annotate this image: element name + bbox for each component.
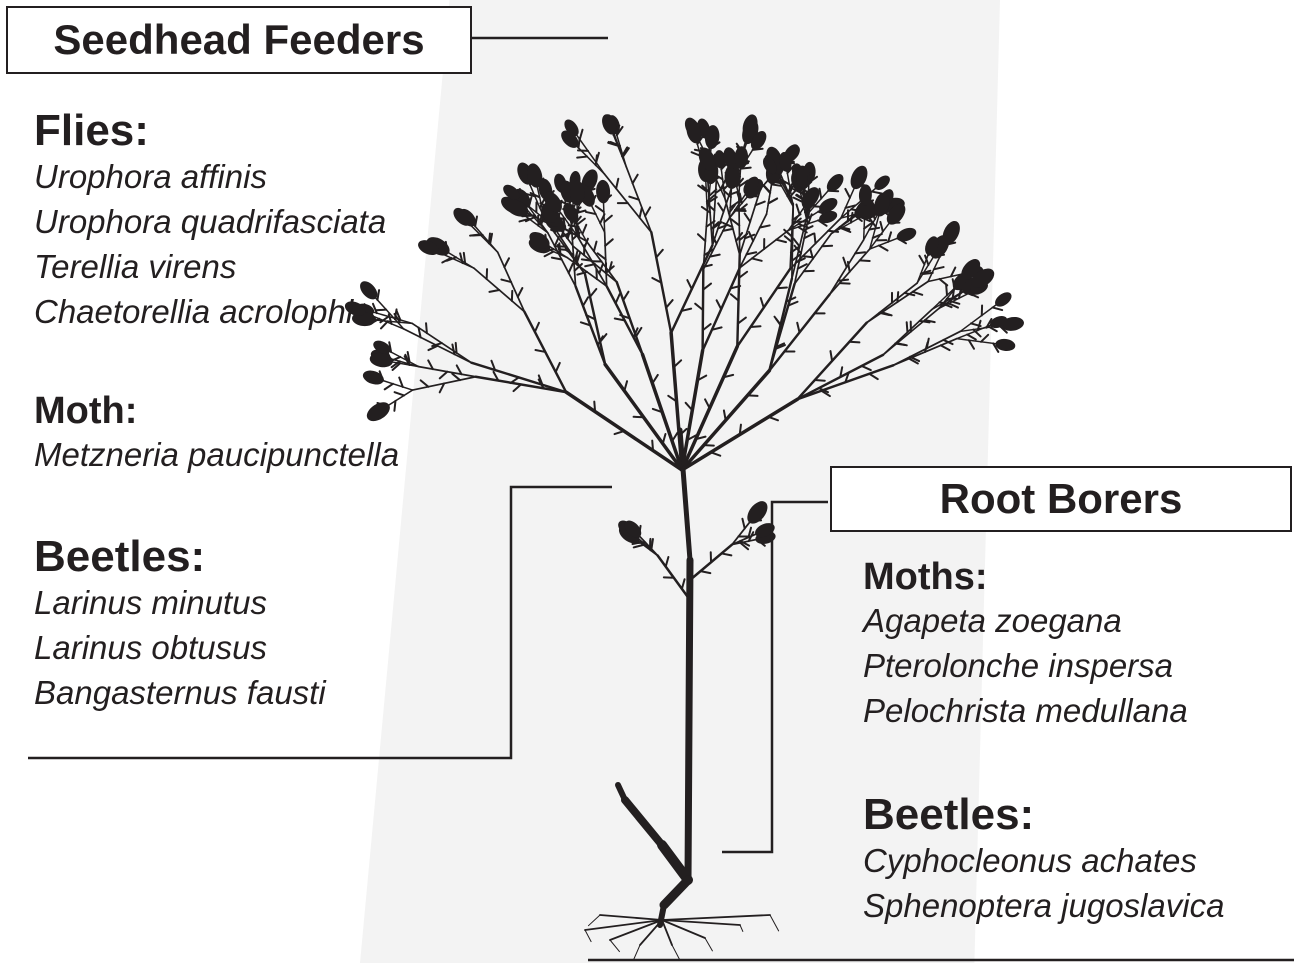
root-borers-title: Root Borers: [830, 466, 1292, 532]
species-name: Urophora quadrifasciata: [34, 199, 386, 244]
group-heading: Beetles:: [34, 534, 326, 580]
species-name: Terellia virens: [34, 244, 386, 289]
group-heading: Moths:: [863, 558, 1188, 598]
root-moths-group: Moths: Agapeta zoegana Pterolonche inspe…: [863, 558, 1188, 733]
species-name: Chaetorellia acrolophi: [34, 289, 386, 334]
group-heading: Beetles:: [863, 792, 1224, 838]
species-name: Cyphocleonus achates: [863, 838, 1224, 883]
species-name: Sphenoptera jugoslavica: [863, 883, 1224, 928]
species-name: Pterolonche inspersa: [863, 643, 1188, 688]
species-name: Urophora affinis: [34, 154, 386, 199]
species-name: Bangasternus fausti: [34, 670, 326, 715]
species-name: Larinus obtusus: [34, 625, 326, 670]
species-name: Agapeta zoegana: [863, 598, 1188, 643]
group-heading: Flies:: [34, 108, 386, 154]
seedhead-beetles-group: Beetles: Larinus minutus Larinus obtusus…: [34, 534, 326, 715]
root-beetles-group: Beetles: Cyphocleonus achates Sphenopter…: [863, 792, 1224, 928]
group-heading: Moth:: [34, 392, 399, 432]
seedhead-flies-group: Flies: Urophora affinis Urophora quadrif…: [34, 108, 386, 334]
seedhead-feeders-title: Seedhead Feeders: [6, 6, 472, 74]
seedhead-moth-group: Moth: Metzneria paucipunctella: [34, 392, 399, 477]
species-name: Larinus minutus: [34, 580, 326, 625]
root-bracket-line: [722, 502, 828, 852]
species-name: Pelochrista medullana: [863, 688, 1188, 733]
species-name: Metzneria paucipunctella: [34, 432, 399, 477]
